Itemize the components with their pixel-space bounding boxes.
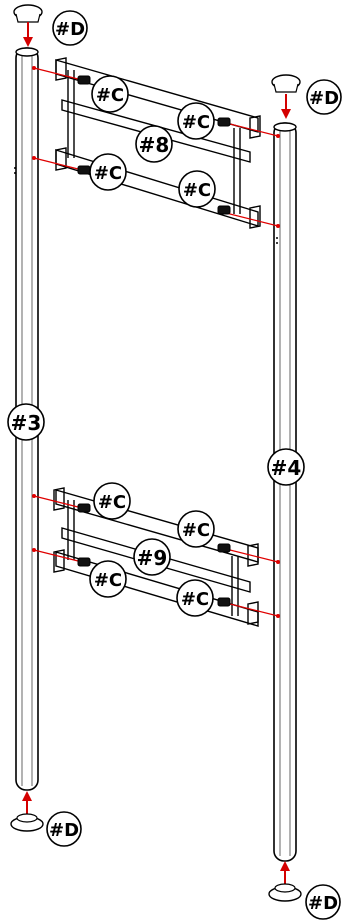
foot-bottom-left xyxy=(10,791,44,832)
post-right-label: #4 xyxy=(271,456,302,480)
screw-label: #C xyxy=(182,520,210,541)
screw-markers xyxy=(32,66,280,618)
label-foot-bottom-left: #D xyxy=(46,811,82,847)
label-foot-top-left: #D xyxy=(52,10,88,46)
foot-label: #D xyxy=(308,893,338,914)
label-screw-7: #C xyxy=(89,560,127,598)
screw-label: #C xyxy=(98,492,126,513)
right-post xyxy=(273,122,297,862)
label-frame-top: #8 xyxy=(135,125,173,163)
label-screw-8: #C xyxy=(176,579,214,617)
foot-top-right xyxy=(271,74,301,119)
screw-icons xyxy=(77,75,231,607)
label-frame-bottom: #9 xyxy=(133,538,171,576)
label-screw-4: #C xyxy=(178,170,216,208)
screw-label: #C xyxy=(183,180,211,201)
screw-label: #C xyxy=(182,112,210,133)
frame-bottom-label: #9 xyxy=(137,546,168,570)
label-screw-6: #C xyxy=(177,510,215,548)
foot-label: #D xyxy=(55,19,85,40)
screw-label: #C xyxy=(181,589,209,610)
screw-label: #C xyxy=(94,163,122,184)
label-post-right: #4 xyxy=(267,448,305,486)
label-foot-top-right: #D xyxy=(306,79,342,115)
label-screw-3: #C xyxy=(89,153,127,191)
foot-label: #D xyxy=(309,88,339,109)
screw-label: #C xyxy=(94,570,122,591)
label-screw-1: #C xyxy=(91,75,129,113)
foot-top-left xyxy=(13,4,43,47)
foot-bottom-right xyxy=(268,861,302,902)
post-left-label: #3 xyxy=(11,411,42,435)
screw-label: #C xyxy=(96,85,124,106)
label-screw-5: #C xyxy=(93,482,131,520)
foot-label: #D xyxy=(49,820,79,841)
label-screw-2: #C xyxy=(177,102,215,140)
screw-lines xyxy=(33,67,279,617)
label-post-left: #3 xyxy=(7,403,45,441)
frame-top-label: #8 xyxy=(139,133,170,157)
label-foot-bottom-right: #D xyxy=(305,884,341,920)
